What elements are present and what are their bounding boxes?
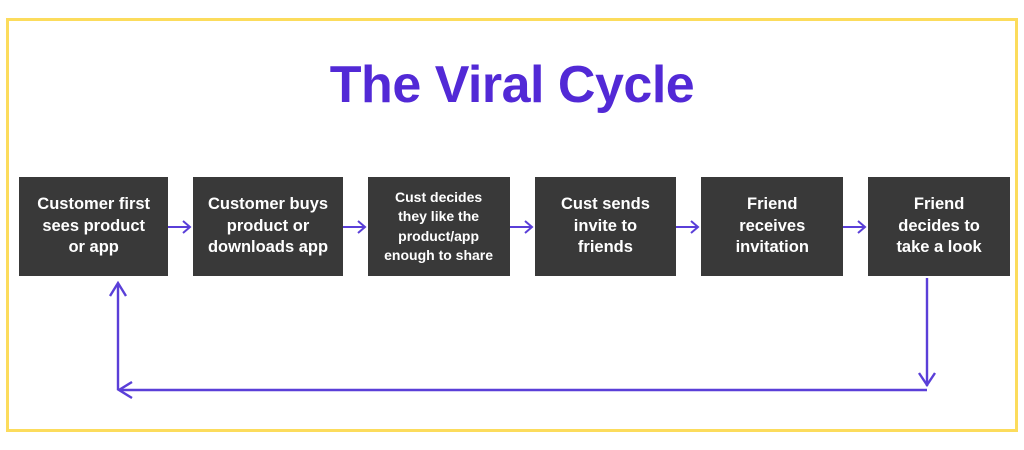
step-box-5[interactable]: Friend receives invitation — [701, 177, 844, 276]
page-title: The Viral Cycle — [329, 56, 695, 114]
arrow-right-icon — [843, 219, 867, 234]
step-box-2-label: Customer buys product or downloads app — [207, 194, 329, 257]
step-box-3[interactable]: Cust decides they like the product/app e… — [367, 177, 510, 276]
connector-arrow-5-6 — [843, 177, 868, 276]
step-box-2[interactable]: Customer buys product or downloads app — [193, 177, 343, 276]
connector-arrow-2-3 — [342, 177, 368, 276]
connector-arrow-3-4 — [509, 177, 535, 276]
arrow-right-icon — [342, 219, 367, 234]
step-box-6-label: Friend decides to take a look — [896, 194, 982, 257]
yellow-frame-border — [6, 18, 1018, 432]
step-box-1-label: Customer first sees product or app — [37, 194, 151, 257]
step-box-1[interactable]: Customer first sees product or app — [19, 177, 169, 276]
connector-arrow-4-5 — [676, 177, 701, 276]
flow-steps-row: Customer first sees product or app Custo… — [19, 177, 1010, 276]
step-box-5-label: Friend receives invitation — [735, 194, 809, 257]
arrow-right-icon — [676, 219, 700, 234]
step-box-3-label: Cust decides they like the product/app e… — [384, 189, 494, 263]
step-box-6[interactable]: Friend decides to take a look — [868, 177, 1010, 276]
arrow-right-icon — [509, 219, 534, 234]
arrow-right-icon — [168, 219, 192, 234]
connector-arrow-1-2 — [168, 177, 193, 276]
step-box-4-label: Cust sends invite to friends — [560, 194, 650, 257]
step-box-4[interactable]: Cust sends invite to friends — [534, 177, 677, 276]
